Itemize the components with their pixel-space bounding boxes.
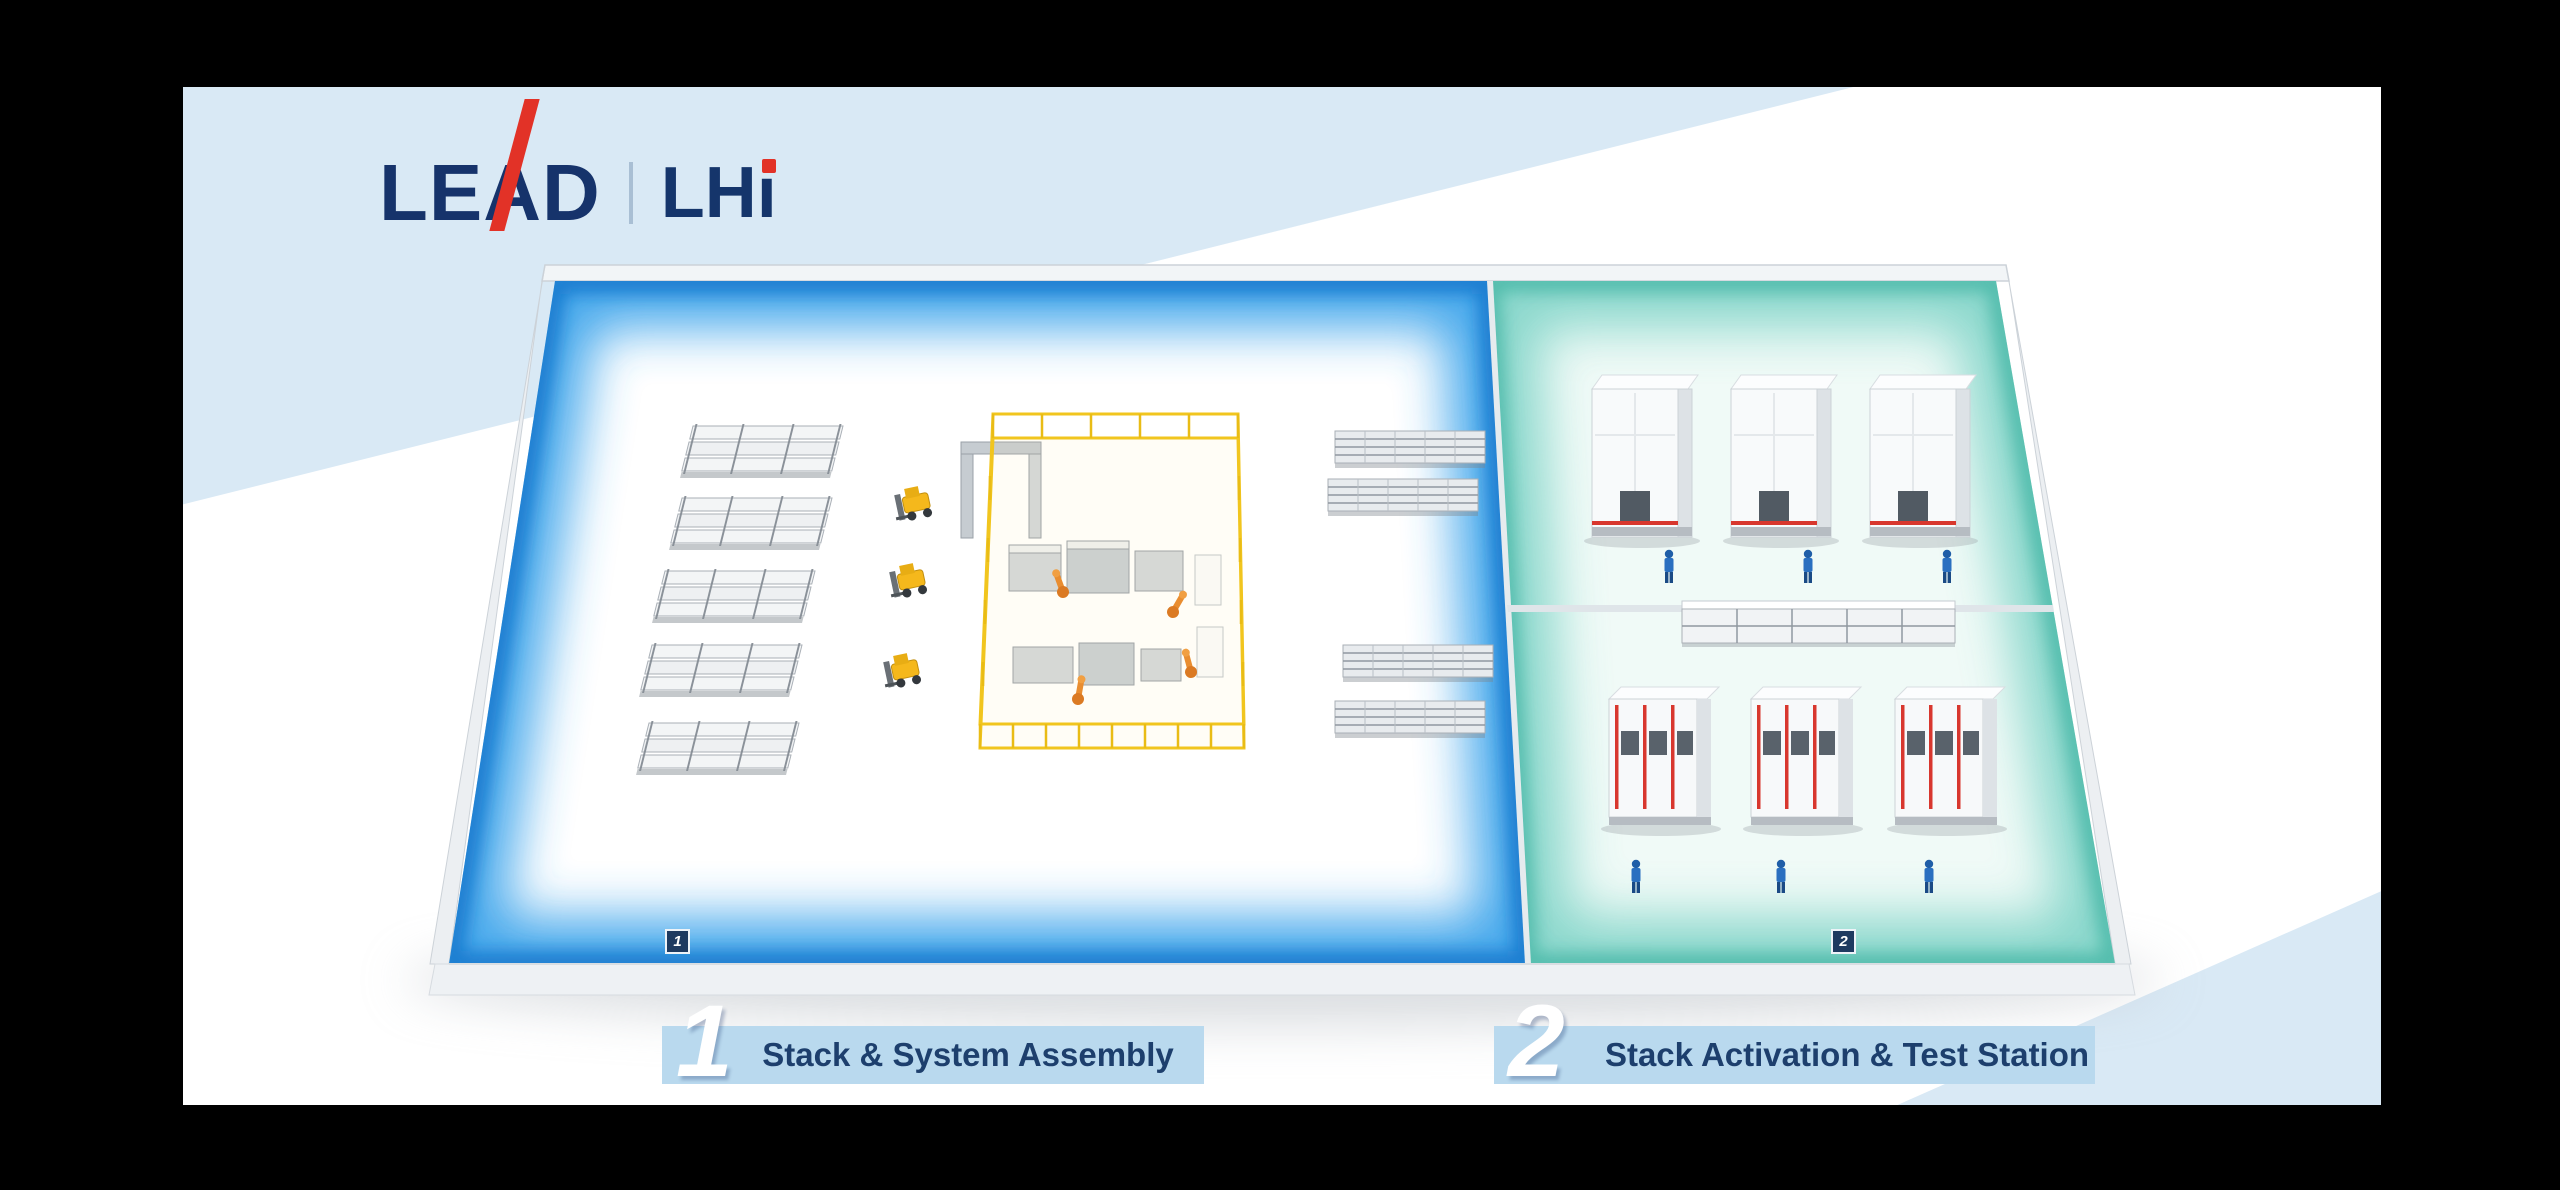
robot-arm xyxy=(1181,648,1197,678)
storage-rack xyxy=(635,719,801,777)
assembly-machines-row2 xyxy=(1012,642,1182,686)
factory-floor-illustration xyxy=(403,264,2163,1025)
control-cabinet xyxy=(1194,554,1222,606)
robot-arm xyxy=(1072,675,1086,705)
front-apron xyxy=(428,963,2136,996)
activation-cabinet xyxy=(1583,374,1701,549)
assembly-machines-row1 xyxy=(1008,540,1184,594)
test-station-cabinet xyxy=(1886,686,2008,837)
storage-rack xyxy=(651,567,817,625)
control-cabinet xyxy=(1196,626,1224,678)
flow-rack xyxy=(1334,430,1486,469)
lhi-i-red-dot-icon xyxy=(761,159,776,173)
lhi-wordmark: LH xyxy=(660,153,757,233)
robot-assembly-cell xyxy=(960,412,1246,750)
lhi-letter-i: ı xyxy=(757,145,777,241)
back-wall xyxy=(541,264,2010,282)
gantry-frame xyxy=(960,441,1042,539)
storage-rack xyxy=(638,641,804,699)
robot-arm xyxy=(1167,590,1187,618)
test-station-cabinet xyxy=(1742,686,1864,837)
zone1-floor-badge: 1 xyxy=(665,929,690,954)
lhi-i-stem: ı xyxy=(756,153,777,233)
zone-divider-wall xyxy=(1487,281,1531,964)
flow-rack xyxy=(1342,644,1494,683)
storage-rack xyxy=(668,494,834,552)
zone2-buffer-rack xyxy=(1681,600,1956,647)
test-station-cabinet xyxy=(1600,686,1722,837)
robot-arm xyxy=(1052,569,1069,598)
brand-logo: LEAD LHı xyxy=(379,99,777,241)
lead-wordmark: LEAD xyxy=(379,148,601,237)
logo-divider xyxy=(628,162,633,224)
flow-rack xyxy=(1327,478,1479,517)
content-panel: LEAD LHı xyxy=(183,87,2381,1105)
storage-rack xyxy=(679,422,845,480)
activation-cabinet xyxy=(1722,374,1840,549)
safety-fence xyxy=(978,412,1246,750)
lead-logo: LEAD xyxy=(379,99,601,241)
lhi-logo: LHı xyxy=(661,145,777,241)
zone2-floor-badge: 2 xyxy=(1831,929,1856,954)
activation-cabinet xyxy=(1861,374,1979,549)
zone1-glow xyxy=(449,281,1527,964)
flow-rack xyxy=(1334,700,1486,739)
